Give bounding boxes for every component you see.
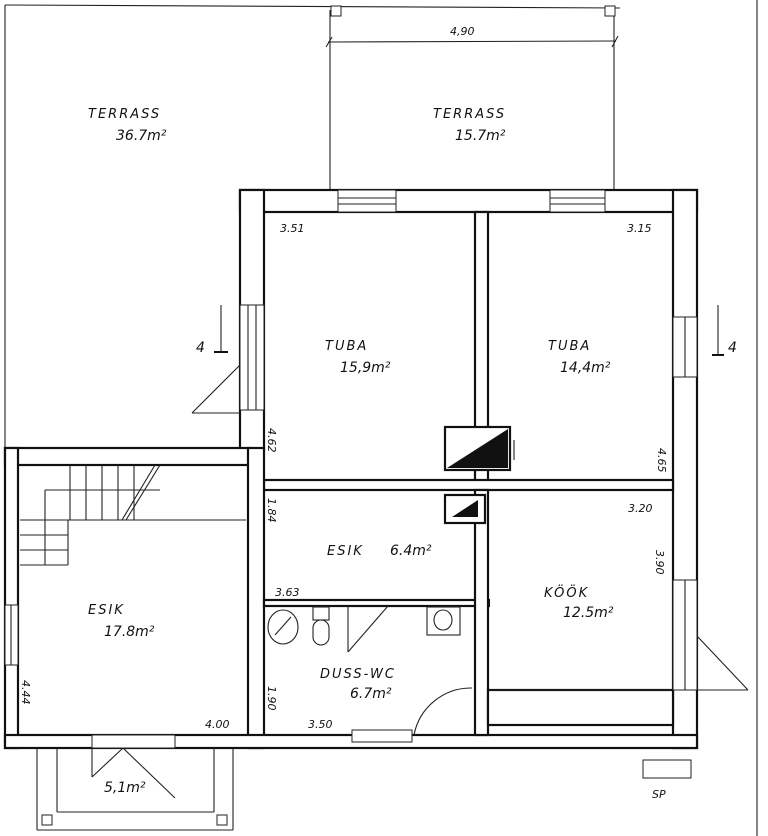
room-name-hall-large: ESIK bbox=[88, 603, 125, 618]
room-name-terrace-right: TERRASS bbox=[433, 107, 506, 122]
room-area-tuba-left: 15,9m² bbox=[340, 360, 391, 376]
terrace-pillar bbox=[330, 5, 342, 17]
dim-bathroom-width: 3.50 bbox=[308, 718, 333, 731]
svg-text:4: 4 bbox=[728, 340, 737, 356]
bathroom-fixtures bbox=[267, 605, 473, 736]
room-area-hall-large: 17.8m² bbox=[104, 624, 155, 640]
room-name-kitchen: KÖÖK bbox=[544, 584, 589, 601]
dim-bathroom-depth: 1.90 bbox=[265, 686, 278, 711]
section-mark-right: 4 bbox=[712, 305, 737, 356]
room-name-terrace-left: TERRASS bbox=[88, 107, 161, 122]
dim-kitchen-width: 3.20 bbox=[628, 502, 653, 515]
svg-text:4: 4 bbox=[196, 340, 205, 356]
sp-label: SP bbox=[652, 788, 666, 801]
porch bbox=[36, 734, 234, 831]
room-area-terrace-right: 15.7m² bbox=[455, 128, 506, 144]
terrace-pillar bbox=[604, 5, 616, 17]
dim-room-right-width: 3.15 bbox=[627, 222, 652, 235]
dim-kitchen-depth: 3.90 bbox=[653, 550, 666, 575]
room-area-porch: 5,1m² bbox=[104, 780, 146, 796]
dim-hall-small-width: 3.63 bbox=[275, 586, 300, 599]
dim-hall-large-width: 4.00 bbox=[205, 718, 230, 731]
sink-icon bbox=[426, 606, 461, 636]
room-name-tuba-left: TUBA bbox=[325, 339, 368, 354]
walls bbox=[3, 188, 699, 750]
room-name-bathroom: DUSS-WC bbox=[320, 667, 396, 682]
sp-symbol bbox=[642, 759, 692, 779]
room-area-tuba-right: 14,4m² bbox=[560, 360, 611, 376]
room-area-hall-small: 6.4m² bbox=[390, 543, 432, 559]
dimension-terrace-width: 4,90 bbox=[325, 25, 619, 48]
dim-hall-small-depth: 1.84 bbox=[265, 498, 278, 523]
room-area-kitchen: 12.5m² bbox=[563, 605, 614, 621]
dim-room-left-depth: 4.62 bbox=[265, 428, 278, 453]
room-area-terrace-left: 36.7m² bbox=[116, 128, 167, 144]
windows bbox=[4, 189, 749, 743]
shower-icon bbox=[267, 609, 299, 645]
room-area-bathroom: 6.7m² bbox=[350, 686, 392, 702]
dim-hall-large-depth: 4.44 bbox=[19, 680, 32, 705]
staircase bbox=[20, 464, 246, 566]
section-mark-left: 4 bbox=[196, 305, 228, 356]
fireplace bbox=[443, 425, 515, 525]
toilet-icon bbox=[312, 619, 330, 646]
dim-room-left-width: 3.51 bbox=[280, 222, 305, 235]
door-swing bbox=[413, 687, 473, 736]
room-name-tuba-right: TUBA bbox=[548, 339, 591, 354]
terrace-outline bbox=[4, 0, 758, 836]
svg-text:4,90: 4,90 bbox=[450, 25, 475, 38]
room-name-hall-small: ESIK bbox=[327, 544, 364, 559]
dim-room-right-depth: 4.65 bbox=[655, 448, 668, 473]
